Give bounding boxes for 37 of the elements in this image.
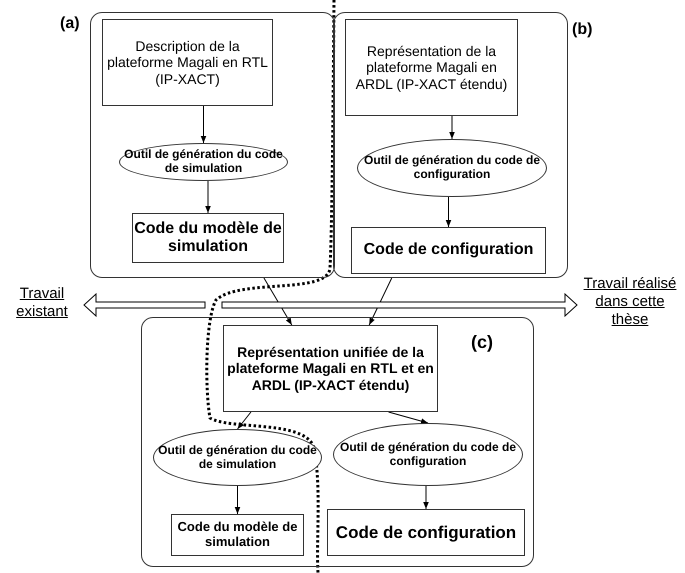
box-text: Code du modèle de simulation [133, 220, 283, 256]
panel-label: (b) [572, 20, 592, 40]
block-arrow [83, 292, 206, 318]
arrow [200, 106, 206, 144]
process-box [102, 19, 273, 106]
block-arrow [222, 292, 578, 318]
process-box [327, 509, 525, 556]
panel-label: (a) [60, 14, 80, 34]
process-box [351, 227, 546, 274]
panel-frame [333, 12, 568, 278]
box-text: Représentation de la plateforme Magali en ARDL (IP-XACT étendu) [354, 43, 508, 92]
box-text: Description de la plateforme Magali en RTL (IP-XACT) [106, 38, 269, 87]
process-box [171, 514, 304, 556]
process-box [345, 19, 518, 116]
tool-label: Outil de génération du code de simulation [157, 444, 318, 472]
arrow [263, 278, 292, 326]
arrow [205, 180, 211, 214]
side-label: Travail réalisé dans cette thèse [583, 275, 677, 331]
arrow [234, 486, 240, 514]
tool-label: Outil de génération du code de simulation [123, 148, 284, 176]
arrow [449, 116, 455, 140]
box-text: Code du modèle de simulation [176, 520, 298, 550]
arrow [423, 486, 429, 510]
panel-frame [141, 317, 534, 567]
panel-label: (c) [471, 332, 493, 353]
side-label: Travail existant [6, 285, 78, 327]
box-text: Code de configuration [364, 241, 534, 260]
arrow [446, 196, 452, 228]
arrow [368, 278, 392, 326]
box-text: Représentation unifiée de la plateforme Magali en RTL et en ARDL (IP-XACT étendu) [226, 344, 435, 393]
box-text: Code de configuration [336, 522, 516, 542]
tool-label: Outil de génération du code de configuration [362, 154, 541, 182]
panel-frame [90, 12, 335, 278]
arrow [237, 412, 252, 430]
process-box [132, 213, 284, 263]
tool-label: Outil de génération du code de configuration [338, 440, 517, 468]
process-box [223, 325, 438, 412]
